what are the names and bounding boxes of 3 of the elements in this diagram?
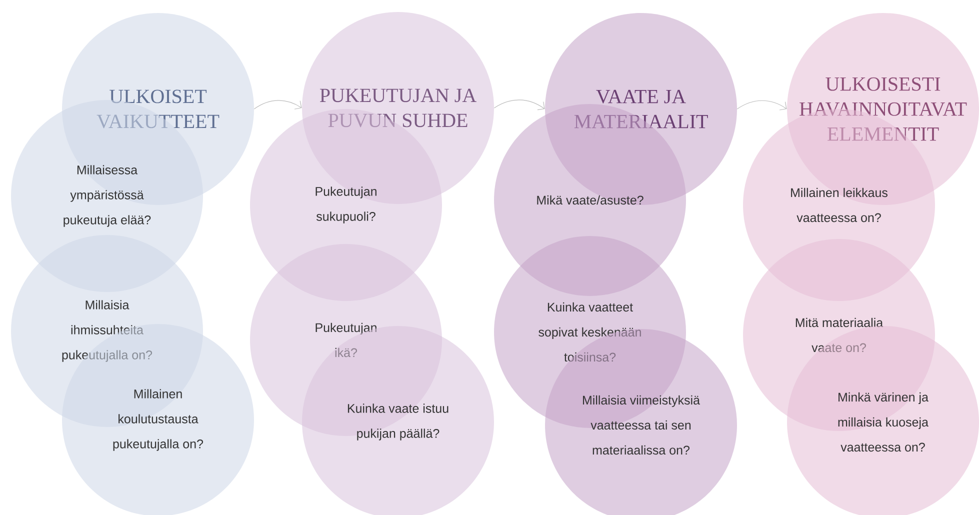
arrow [736, 100, 787, 110]
arrow [254, 100, 302, 110]
arrow [494, 100, 545, 110]
